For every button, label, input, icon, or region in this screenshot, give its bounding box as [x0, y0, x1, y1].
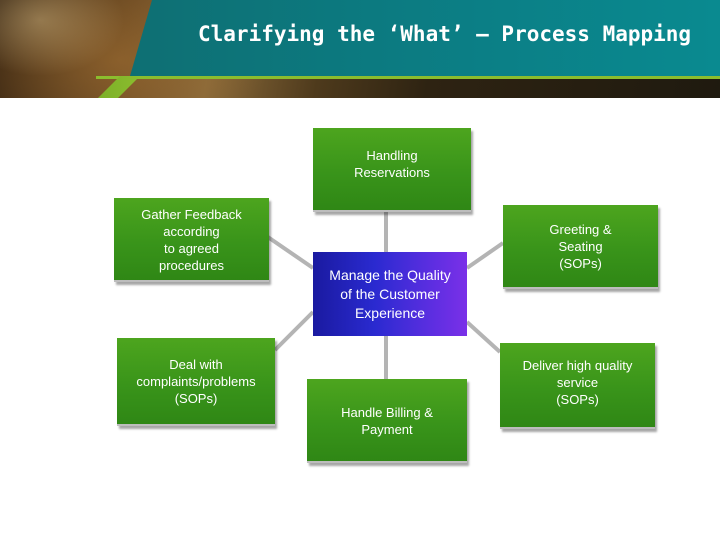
node-greeting-seating: Greeting & Seating (SOPs): [503, 205, 658, 289]
connector-bottom-left: [273, 310, 315, 352]
connector-top-right: [465, 241, 505, 270]
connector-top-left: [260, 231, 315, 270]
header-title-band: [130, 0, 720, 76]
center-label: Manage the Quality of the Customer Exper…: [329, 266, 451, 321]
header-accent-stripe: [96, 76, 720, 79]
node-handling-reservations: Handling Reservations: [313, 128, 471, 212]
node-handle-billing: Handle Billing & Payment: [307, 379, 467, 463]
node-deliver-service: Deliver high quality service (SOPs): [500, 343, 655, 429]
node-label: Deal with complaints/problems (SOPs): [136, 357, 256, 406]
node-label: Handle Billing & Payment: [341, 405, 433, 437]
node-center-manage-quality: Manage the Quality of the Customer Exper…: [313, 252, 467, 336]
connector-bottom-right: [465, 320, 502, 354]
slide-header: Clarifying the ‘What’ – Process Mapping: [0, 0, 720, 98]
node-gather-feedback: Gather Feedback according to agreed proc…: [114, 198, 269, 282]
node-label: Handling Reservations: [354, 148, 430, 180]
slide-title: Clarifying the ‘What’ – Process Mapping: [198, 22, 692, 46]
node-label: Deliver high quality service (SOPs): [522, 358, 633, 407]
node-label: Gather Feedback according to agreed proc…: [141, 207, 242, 273]
node-label: Greeting & Seating (SOPs): [549, 221, 612, 271]
node-deal-with-complaints: Deal with complaints/problems (SOPs): [117, 338, 275, 426]
